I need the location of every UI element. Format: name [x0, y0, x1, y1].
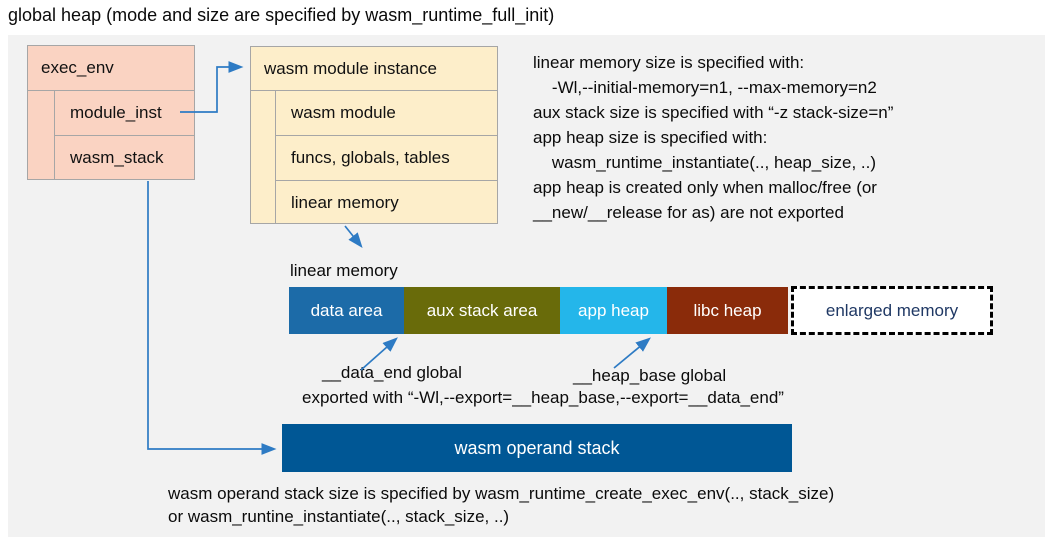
exec-env-row-module-inst: module_inst [54, 91, 194, 136]
wasm-module-instance-box: wasm module instance wasm module funcs, … [250, 46, 498, 224]
wasm-operand-stack-bar: wasm operand stack [282, 424, 792, 472]
linear-memory-label: linear memory [290, 261, 398, 280]
wasm-module-instance-header: wasm module instance [251, 47, 497, 91]
segment-app-heap: app heap [560, 287, 667, 334]
exec-env-box: exec_env module_inst wasm_stack [27, 45, 195, 180]
exec-env-row-wasm-stack: wasm_stack [54, 136, 194, 180]
segment-enlarged-memory: enlarged memory [791, 286, 993, 335]
notes-linear-memory-sizing: linear memory size is specified with: -W… [533, 53, 894, 222]
data-end-global-label: __data_end global [322, 363, 462, 382]
exec-env-header: exec_env [28, 46, 194, 91]
segment-data-area: data area [289, 287, 404, 334]
diagram-title: global heap (mode and size are specified… [8, 5, 555, 25]
segment-aux-stack-area: aux stack area [404, 287, 560, 334]
module-instance-row-funcs-globals-tables: funcs, globals, tables [275, 136, 497, 181]
linear-memory-bar: data area aux stack area app heap libc h… [289, 287, 788, 334]
heap-base-global-label: __heap_base global [573, 366, 727, 385]
exported-with-label: exported with “-Wl,--export=__heap_base,… [302, 388, 784, 407]
module-instance-row-wasm-module: wasm module [275, 91, 497, 136]
module-instance-row-linear-memory: linear memory [275, 181, 497, 224]
segment-libc-heap: libc heap [667, 287, 788, 334]
notes-operand-stack-sizing: wasm operand stack size is specified by … [168, 484, 835, 526]
